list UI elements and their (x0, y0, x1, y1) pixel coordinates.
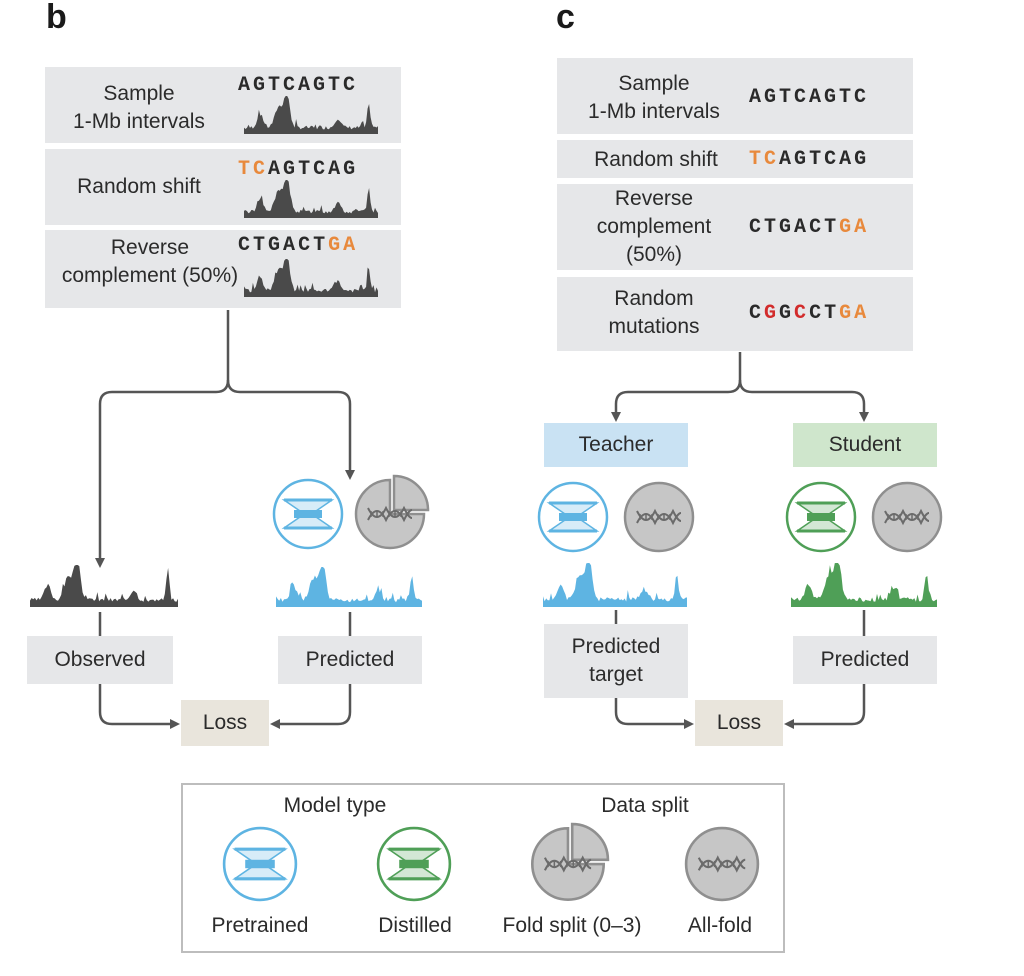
c-step-revcomp-box (557, 184, 913, 270)
c-step-sample-label: Sample 1-Mb intervals (588, 72, 720, 123)
c-predicted-box: Predicted (793, 636, 937, 684)
b-step-revcomp-sequence: CTGACTGA (238, 234, 359, 257)
b-step-revcomp-track (244, 259, 378, 297)
legend-data-split-title: Data split (601, 794, 689, 817)
legend-pretrained-label: Pretrained (211, 914, 309, 937)
b-predicted-box: Predicted (278, 636, 422, 684)
c-student-all-fold-icon (873, 483, 941, 551)
b-step-shift-sequence: TCAGTCAG (238, 158, 359, 181)
legend-all-fold-icon (686, 828, 758, 900)
b-step-revcomp-label: Reverse complement (50%) (61, 236, 239, 287)
c-student-box: Student (793, 423, 937, 467)
b-pretrained-model-icon (272, 478, 344, 550)
c-connectors (611, 352, 869, 729)
legend-box (181, 783, 785, 953)
panel-b-letter: b (46, 0, 67, 36)
legend-all-fold-label: All-fold (687, 914, 753, 937)
b-connectors (95, 310, 355, 729)
c-step-mutations-box (557, 277, 913, 351)
b-step-sample-sequence: AGTCAGTC (238, 74, 359, 97)
b-loss-box: Loss (181, 700, 269, 746)
b-observed-box: Observed (27, 636, 173, 684)
b-fold-split-icon (356, 476, 428, 548)
c-step-sample-box (557, 58, 913, 134)
c-teacher-box: Teacher (544, 423, 688, 467)
c-teacher-track (543, 563, 687, 607)
c-step-mutations-sequence: CGGCCTGA (749, 302, 870, 325)
c-student-track (791, 563, 937, 607)
legend-fold-split-icon (532, 824, 608, 900)
b-step-shift-label: Random shift (77, 175, 201, 198)
b-step-shift-track (244, 180, 378, 218)
c-predicted-target-box: Predicted target (544, 624, 688, 698)
b-step-sample-track (244, 96, 378, 134)
c-teacher-model-icon (537, 481, 609, 553)
c-step-sample-sequence: AGTCAGTC (749, 86, 870, 109)
c-step-shift-sequence: TCAGTCAG (749, 148, 870, 171)
c-step-shift-box (557, 140, 913, 178)
c-step-revcomp-sequence: CTGACTGA (749, 216, 870, 239)
legend-model-type-title: Model type (283, 794, 387, 817)
c-step-revcomp-label: Reverse complement (50%) (596, 187, 712, 266)
c-step-mutations-label: Random mutations (608, 287, 700, 338)
b-step-sample-label: Sample 1-Mb intervals (73, 82, 205, 133)
legend-fold-split-label: Fold split (0–3) (502, 914, 642, 937)
c-loss-box: Loss (695, 700, 783, 746)
legend-distilled-icon (376, 826, 452, 902)
c-step-shift-label: Random shift (594, 148, 718, 171)
legend-distilled-label: Distilled (378, 914, 452, 937)
c-teacher-all-fold-icon (625, 483, 693, 551)
legend-pretrained-icon (222, 826, 298, 902)
panel-c-letter: c (556, 0, 575, 36)
b-observed-track (30, 565, 178, 607)
c-student-model-icon (785, 481, 857, 553)
b-predicted-track (276, 567, 422, 607)
